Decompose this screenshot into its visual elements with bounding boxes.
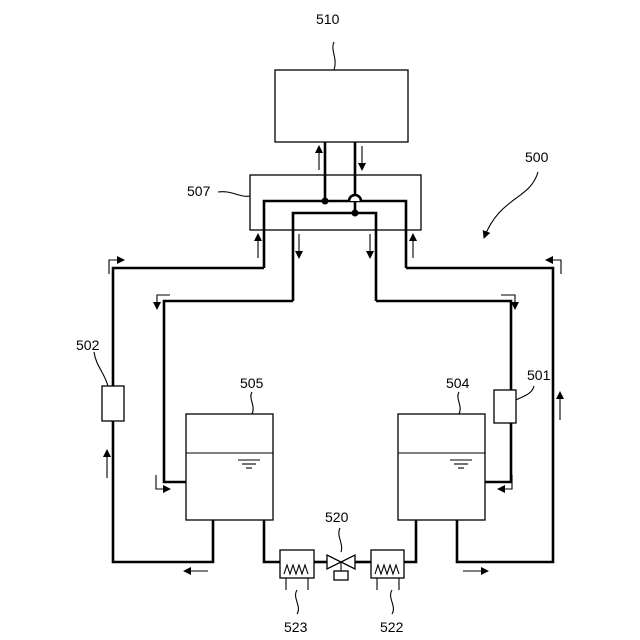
- system-label: 500: [525, 149, 549, 165]
- tank-left: [186, 414, 273, 520]
- controller-label: 510: [316, 11, 340, 27]
- system-pointer-arrow: [484, 172, 538, 238]
- valve: [327, 555, 355, 580]
- manifold-leader-line: [218, 192, 250, 197]
- sensor-right-label: 501: [527, 367, 551, 383]
- heat-exchanger-left: [280, 550, 314, 578]
- tank-left-label: 505: [240, 375, 264, 391]
- valve-label: 520: [325, 509, 349, 525]
- crossover-hump: [349, 195, 361, 201]
- heat-exchanger-right-label: 522: [380, 619, 404, 635]
- left-tank-bottom-pipe: [264, 520, 280, 562]
- tank-right-label: 504: [446, 375, 470, 391]
- manifold-label: 507: [187, 183, 211, 199]
- controller-box: [275, 70, 408, 142]
- heat-exchanger-left-label: 523: [284, 619, 308, 635]
- heat-exchanger-right-leader-line: [391, 590, 394, 614]
- sensor-left-label: 502: [76, 337, 100, 353]
- tank-left-leader-line: [251, 392, 253, 414]
- controller-leader-line: [333, 42, 335, 70]
- heat-exchanger-left-leader-line: [296, 590, 299, 614]
- sensor-right: [494, 390, 516, 423]
- sensor-right-leader-line: [516, 386, 534, 400]
- tank-right: [398, 414, 485, 520]
- sensor-left-leader-line: [94, 352, 108, 386]
- sensor-left: [102, 386, 124, 421]
- valve-leader-line: [339, 528, 342, 552]
- manifold-box: [250, 175, 421, 230]
- right-tank-bottom-pipe: [404, 520, 416, 562]
- tank-right-leader-line: [458, 392, 460, 414]
